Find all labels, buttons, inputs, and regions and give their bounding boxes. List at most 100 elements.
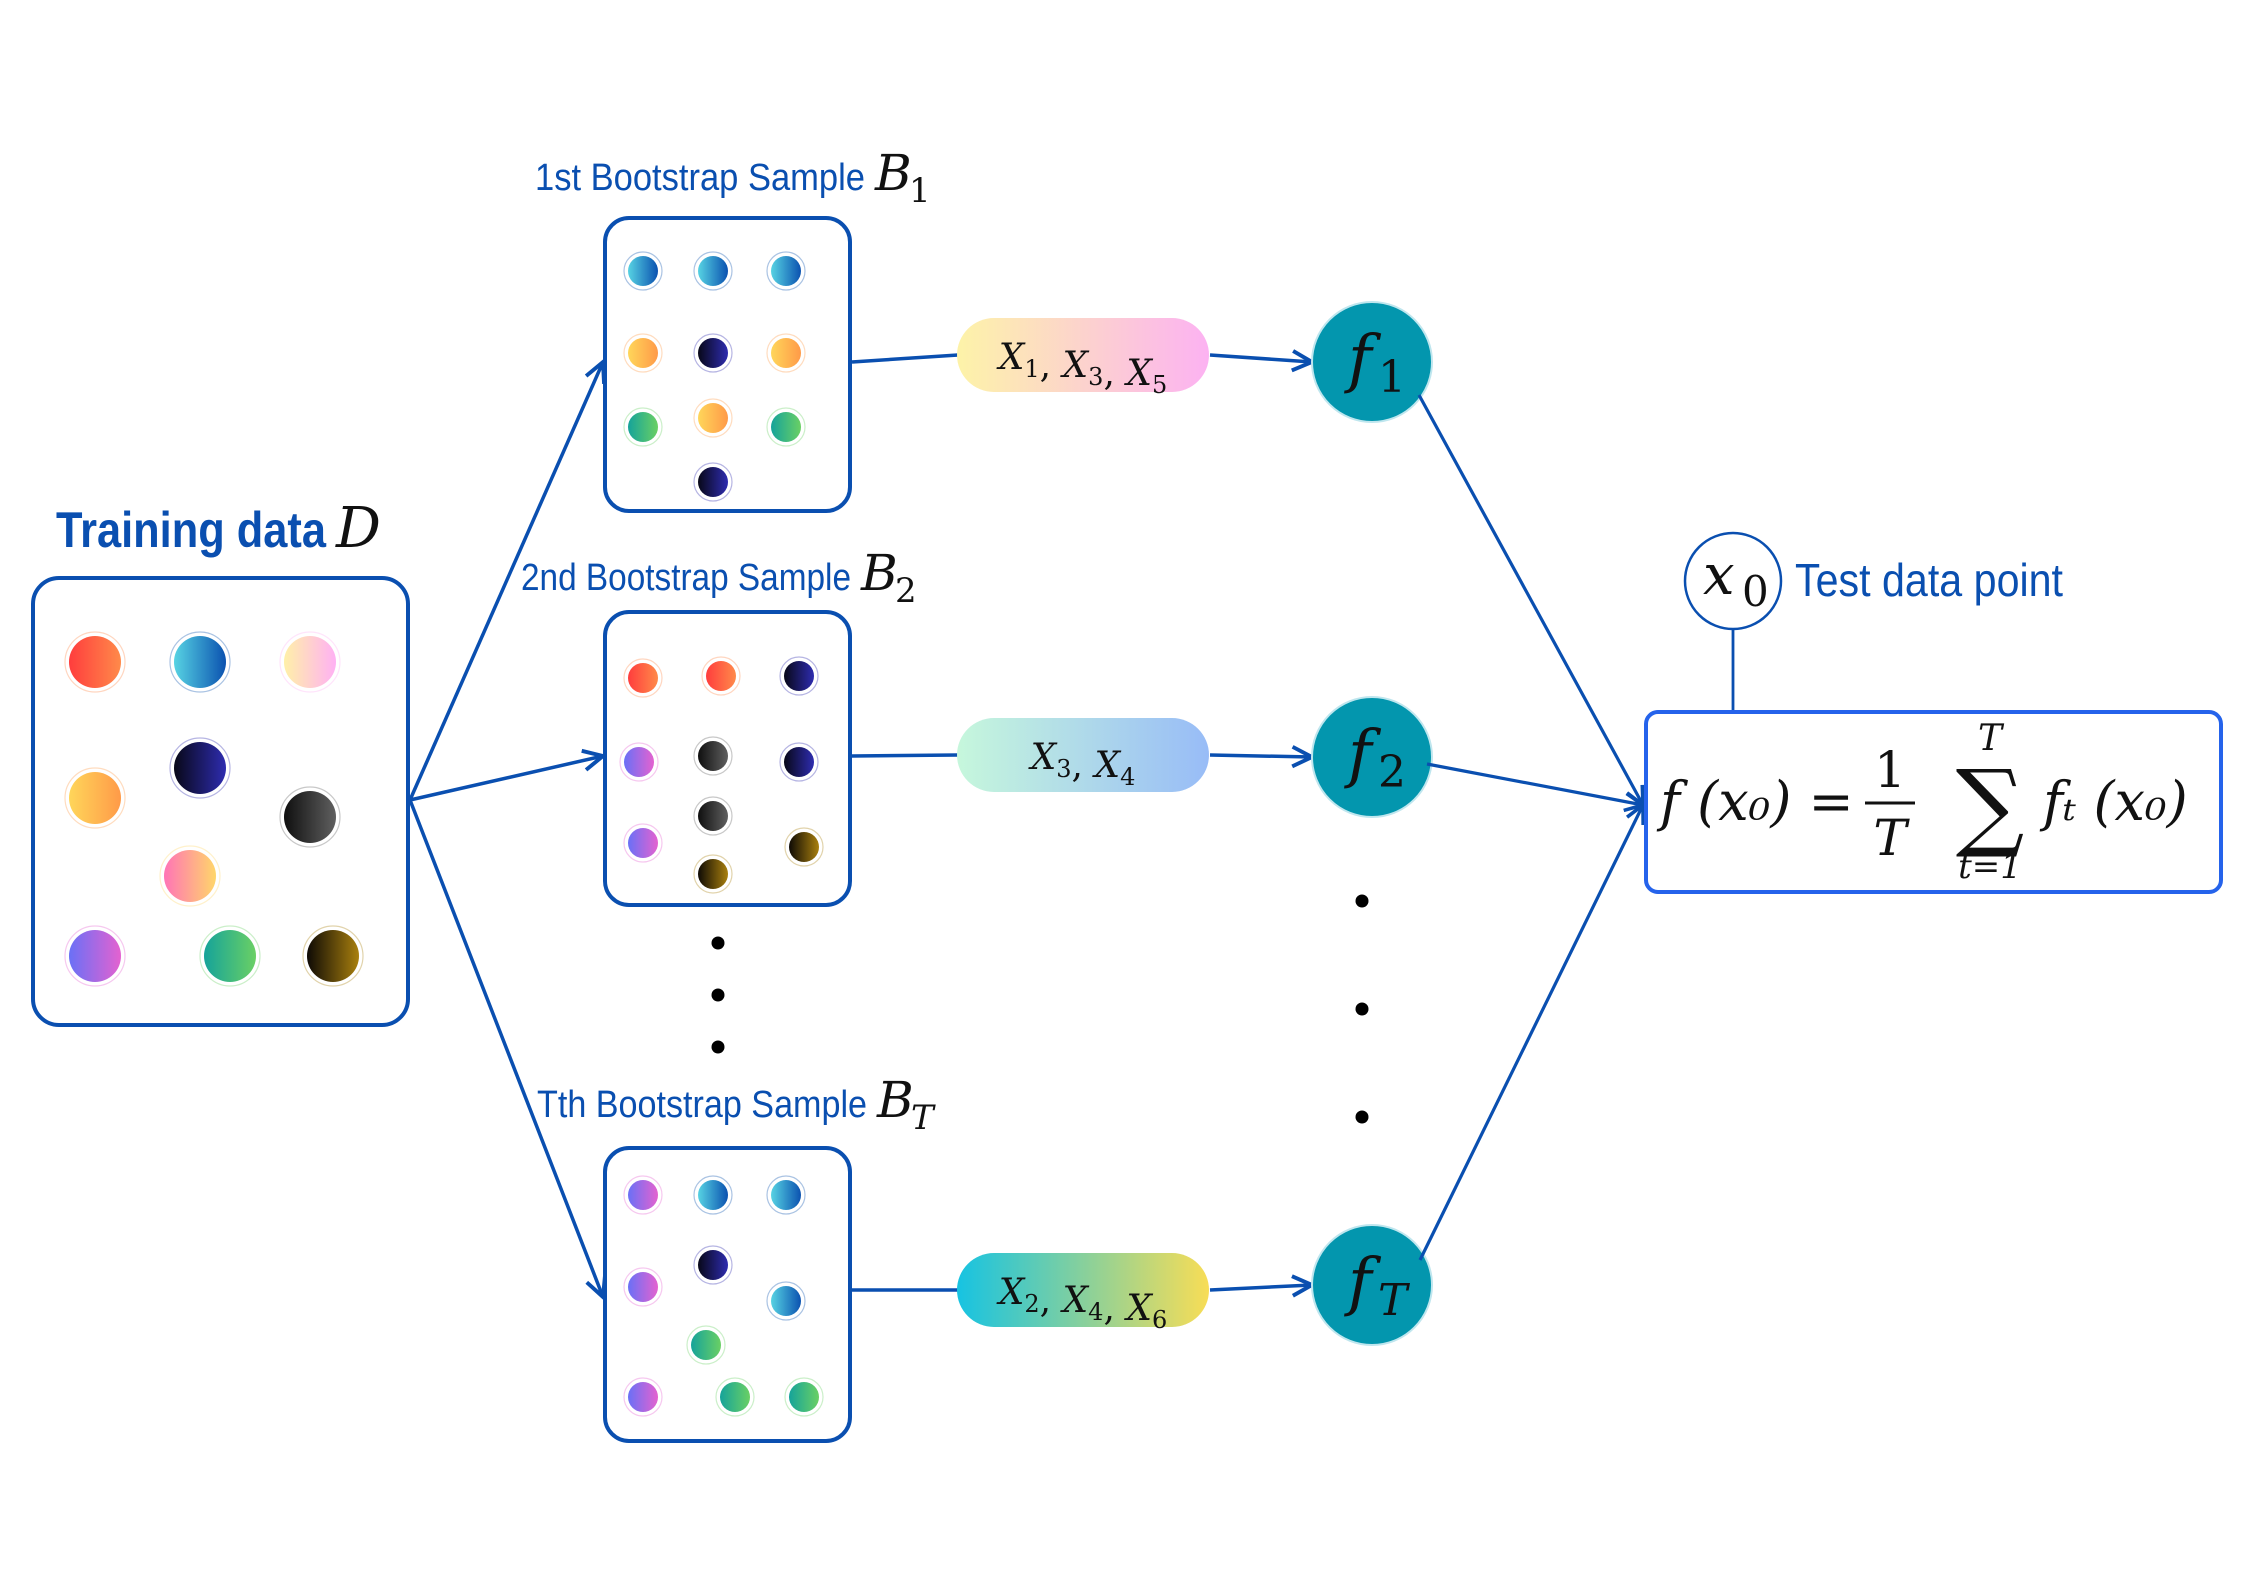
formula-sum-upper: T: [1978, 718, 2005, 759]
data-point-red: [701, 656, 741, 696]
features-to-model-arrow: [1209, 355, 1312, 362]
feature-subset-pill: X2, X4, X6: [957, 1253, 1209, 1334]
arrow-f1-to-formula: [1417, 394, 1643, 805]
sample-label: Tth Bootstrap Sample: [537, 1084, 867, 1126]
data-point-orange: [766, 333, 806, 373]
ellipsis-dot: [1355, 894, 1369, 908]
samples-ellipsis: [711, 936, 725, 1054]
data-point-blue: [623, 251, 663, 291]
arrow-to-sample-1: [408, 362, 603, 801]
models-ellipsis: [1355, 894, 1369, 1124]
formula-sum-lower: t=1: [1958, 847, 2022, 887]
sample-to-features-line: [851, 753, 959, 758]
arrow-f2-to-formula: [1426, 762, 1643, 805]
data-point-black: [693, 796, 733, 836]
formula-sum-symbol: ∑: [1956, 749, 2025, 861]
feature-subset-text: X1, X3, X5: [996, 337, 1168, 399]
data-point-red: [623, 658, 663, 698]
model-subscript: T: [1378, 1275, 1411, 1326]
data-point-blue: [169, 631, 231, 693]
data-point-brown: [693, 854, 733, 894]
data-point-green: [199, 925, 261, 987]
arrow-ft-to-formula: [1418, 805, 1643, 1261]
formula-box: [1644, 710, 2223, 894]
data-point-purple: [623, 1267, 663, 1307]
aggregate-arrows: [1417, 394, 1643, 1261]
feature-subset-text: X2, X4, X6: [996, 1272, 1168, 1334]
data-point-blue: [693, 1175, 733, 1215]
data-point-navy: [693, 1245, 733, 1285]
data-point-green: [784, 1377, 824, 1417]
data-point-red: [64, 631, 126, 693]
data-point-purple: [623, 1377, 663, 1417]
sample-box: [603, 1146, 852, 1443]
data-point-navy: [169, 737, 231, 799]
formula-rhs: fₜ (x₀): [2039, 770, 2188, 833]
ellipsis-dot: [711, 988, 725, 1002]
formula-lhs: f (x₀) =: [1656, 770, 1854, 833]
data-point-purple: [623, 1175, 663, 1215]
test-point-label: Test data point: [1795, 554, 2063, 606]
data-point-blue: [766, 1175, 806, 1215]
split-arrows: [408, 362, 603, 1297]
sample-symbol: B: [874, 144, 912, 202]
data-point-orange: [623, 333, 663, 373]
data-point-blue: [766, 251, 806, 291]
formula-fraction-numerator: 1: [1874, 741, 1906, 799]
model-subscript: 1: [1378, 352, 1406, 403]
data-point-navy: [693, 333, 733, 373]
features-to-model-arrow: [1209, 1285, 1312, 1290]
data-point-black: [693, 736, 733, 776]
data-point-brown: [784, 827, 824, 867]
data-point-purple: [64, 925, 126, 987]
training-label: Training data: [56, 502, 327, 558]
data-point-orange: [693, 398, 733, 438]
sample-symbol: B: [876, 1071, 914, 1129]
data-point-pink: [159, 845, 221, 907]
data-point-navy: [779, 656, 819, 696]
training-title: Training data D: [56, 496, 381, 561]
data-point-green: [623, 407, 663, 447]
sample-label: 2nd Bootstrap Sample: [521, 557, 851, 599]
data-point-peach: [279, 631, 341, 693]
sample-subscript: 2: [895, 571, 917, 611]
data-point-navy: [693, 462, 733, 502]
arrow-to-sample-2: [409, 756, 603, 802]
data-point-blue: [693, 251, 733, 291]
ellipsis-dot: [711, 936, 725, 950]
ellipsis-dot: [711, 1040, 725, 1054]
feature-subset-text: X3, X4: [1028, 737, 1136, 791]
ellipsis-dot: [1355, 1110, 1369, 1124]
sample-subscript: 1: [909, 171, 931, 211]
data-point-purple: [623, 823, 663, 863]
sample-subscript: T: [911, 1098, 936, 1138]
test-data-point: x 0 Test data point: [1683, 531, 2063, 778]
data-point-black: [279, 786, 341, 848]
data-point-navy: [779, 742, 819, 782]
data-point-green: [766, 407, 806, 447]
sample-label: 1st Bootstrap Sample: [535, 157, 865, 199]
feature-subset-pill: X1, X3, X5: [957, 318, 1209, 399]
data-point-green: [715, 1377, 755, 1417]
test-point-symbol: x: [1703, 543, 1735, 608]
model-subscript: 2: [1378, 747, 1406, 798]
features-to-model-arrow: [1209, 755, 1312, 757]
data-point-blue: [766, 1281, 806, 1321]
data-point-orange: [64, 767, 126, 829]
sample-symbol: B: [860, 544, 898, 602]
training-points: [64, 631, 364, 987]
aggregation-formula: f (x₀) = 1 T ∑ T t=1 fₜ (x₀): [1644, 710, 2223, 894]
formula-fraction-denominator: T: [1873, 809, 1910, 867]
feature-subset-pill: X3, X4: [957, 718, 1209, 792]
data-point-brown: [302, 925, 364, 987]
data-point-purple: [619, 742, 659, 782]
ellipsis-dot: [1355, 1002, 1369, 1016]
